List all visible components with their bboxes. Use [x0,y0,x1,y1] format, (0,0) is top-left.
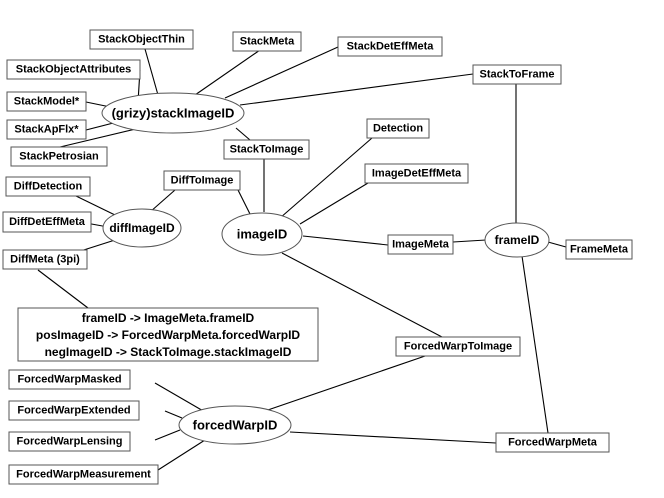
table-stackmodel-label: StackModel* [14,96,80,108]
table-difftoimage-label: DiffToImage [171,175,234,187]
table-forcedwarpextended-label: ForcedWarpExtended [17,405,130,417]
node-imageid-label: imageID [237,227,288,242]
note-line-3: negImageID -> StackToImage.stackImageID [45,345,292,359]
node-imageid: imageID [221,212,303,256]
table-detection-label: Detection [373,123,423,135]
edge-frame-forcedwarpmeta [521,255,549,434]
edge-image-imagemeta [302,235,389,246]
edge-warp-forcedwarplensing [154,429,181,441]
edge-diff-diffdetection [75,195,116,216]
edge-warp-forcedwarptoimage [261,354,429,413]
table-stackdeteffmeta-label: StackDetEffMeta [347,41,435,53]
table-forcedwarpmeta: ForcedWarpMeta [495,432,610,453]
table-imagedeteffmeta-label: ImageDetEffMeta [372,168,462,180]
table-stackpetrosian: StackPetrosian [10,146,108,167]
mapping-note: frameID -> ImageMeta.frameID posImageID … [17,307,319,362]
edge-stack-stacktoimage [235,127,251,141]
edge-diff-difftoimage [149,189,176,213]
edge-warp-forcedwarpmeta [289,431,497,444]
node-forcedwarpid: forcedWarpID [178,405,292,445]
table-stacktoimage-label: StackToImage [230,144,304,156]
node-stackimageid-label: (grizy)stackImageID [112,106,235,121]
table-imagemeta: ImageMeta [387,234,454,255]
table-forcedwarpextended: ForcedWarpExtended [8,400,140,421]
edge-diffmeta-note [37,269,89,309]
table-forcedwarpmasked-label: ForcedWarpMasked [17,374,121,386]
table-forcedwarpmeasurement-label: ForcedWarpMeasurement [16,469,151,481]
table-difftoimage: DiffToImage [163,170,241,191]
table-stacktoimage: StackToImage [223,139,310,160]
node-frameid-label: frameID [495,233,540,247]
table-diffdeteffmeta-label: DiffDetEffMeta [9,216,86,228]
edges [37,46,567,471]
table-forcedwarpmasked: ForcedWarpMasked [8,369,131,390]
table-diffdetection-label: DiffDetection [14,181,83,193]
edge-stack-stackpetrosian [59,127,141,148]
table-stackdeteffmeta: StackDetEffMeta [337,36,443,57]
table-diffdetection: DiffDetection [5,176,91,197]
node-diffimageid: diffImageID [102,208,182,248]
table-stackobjectthin: StackObjectThin [89,29,194,50]
table-forcedwarplensing-label: ForcedWarpLensing [17,436,123,448]
edge-imagemeta-frame [452,239,487,243]
table-stackmeta: StackMeta [232,31,302,52]
table-stackpetrosian-label: StackPetrosian [19,151,99,163]
table-diffdeteffmeta: DiffDetEffMeta [2,211,92,233]
edge-detection-image [279,137,373,219]
node-stackimageid: (grizy)stackImageID [101,92,245,134]
node-diffimageid-label: diffImageID [109,221,175,235]
id-nodes: (grizy)stackImageID diffImageID imageID … [101,92,550,445]
note-line-2: posImageID -> ForcedWarpMeta.forcedWarpI… [36,328,300,342]
edge-warp-forcedwarpextended [164,410,183,419]
edge-imagedeteffmeta-image [299,182,369,225]
table-stacktoframe-label: StackToFrame [480,69,555,81]
table-stackobjectthin-label: StackObjectThin [98,34,185,46]
table-diffmeta: DiffMeta (3pi) [2,249,88,270]
table-forcedwarplensing: ForcedWarpLensing [8,431,131,452]
edge-stack-stackmeta [194,49,261,96]
edge-difftoimage-image [237,189,251,215]
edge-stack-stacktoframe [239,73,474,106]
table-imagedeteffmeta: ImageDetEffMeta [364,163,469,184]
table-forcedwarptoimage-label: ForcedWarpToImage [404,341,512,353]
table-stackobjectattributes: StackObjectAttributes [6,59,141,80]
table-forcedwarpmeasurement: ForcedWarpMeasurement [8,464,159,485]
table-framemeta: FrameMeta [565,239,633,260]
table-forcedwarptoimage: ForcedWarpToImage [395,336,521,357]
node-forcedwarpid-label: forcedWarpID [193,418,278,433]
table-framemeta-label: FrameMeta [570,244,629,256]
edge-image-forcedwarptoimage [281,252,443,338]
table-stackapflx: StackApFlx* [6,119,87,140]
edge-frame-framemeta [547,241,567,248]
note-line-1: frameID -> ImageMeta.frameID [82,311,255,325]
table-stacktoframe: StackToFrame [472,64,562,85]
table-imagemeta-label: ImageMeta [392,239,450,251]
edge-stack-stackdeteffmeta [224,46,339,99]
table-stackmodel: StackModel* [6,91,87,112]
edge-stack-stackobjectthin [144,48,159,96]
table-diffmeta-label: DiffMeta (3pi) [10,254,80,266]
tables: StackObjectThin StackMeta StackDetEffMet… [2,29,633,485]
node-frameid: frameID [484,222,550,258]
edge-warp-forcedwarpmeasurement [157,439,206,471]
table-detection: Detection [366,118,430,139]
table-stackobjectattributes-label: StackObjectAttributes [16,64,132,76]
table-stackapflx-label: StackApFlx* [14,124,79,136]
table-stackmeta-label: StackMeta [240,36,295,48]
edge-warp-forcedwarpmasked [154,382,206,413]
table-forcedwarpmeta-label: ForcedWarpMeta [508,437,598,449]
